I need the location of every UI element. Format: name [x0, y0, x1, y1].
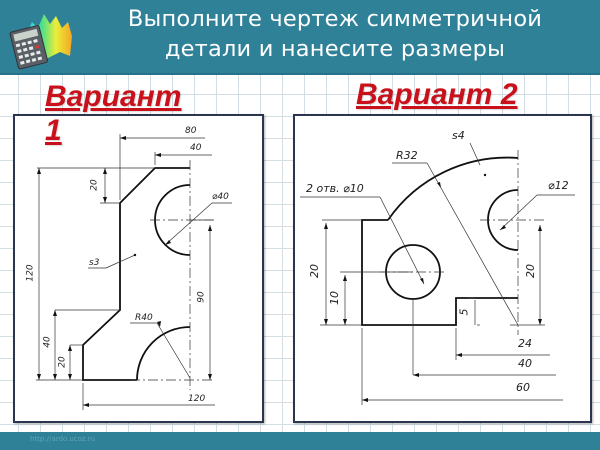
- variant-2-dimension-lines: [300, 142, 575, 405]
- dim-v2-step-width: 24: [518, 337, 532, 350]
- dim-v2-right-height: 20: [524, 264, 537, 278]
- dim-v2-overall-width: 60: [516, 381, 530, 394]
- title-line-1: Выполните чертеж симметричной: [127, 6, 543, 32]
- calculator-with-chart-icon: [9, 14, 72, 70]
- dim-v2-hole-offset: 40: [518, 357, 532, 370]
- dim-v2-holes: 2 отв. ⌀10: [306, 182, 364, 195]
- dim-v2-step-height: 5: [457, 308, 471, 316]
- variant-2-drawing-panel: [293, 114, 592, 423]
- footer-bar: http://ardo.ucoz.ru: [0, 432, 600, 450]
- dim-v2-left-height: 20: [308, 264, 321, 278]
- variant-2-arrows: [324, 173, 542, 402]
- dim-v2-diameter: ⌀12: [548, 179, 569, 192]
- footer-url: http://ardo.ucoz.ru: [30, 435, 96, 443]
- dim-v1-height-step-2: 20: [57, 356, 68, 368]
- dim-v1-overall-height: 120: [25, 264, 36, 282]
- dim-v1-bottom-width: 120: [188, 394, 206, 404]
- dim-v1-thickness: s3: [89, 258, 100, 268]
- dim-v1-chamfer-height: 20: [89, 179, 100, 191]
- dim-v1-radius: R40: [135, 313, 153, 323]
- dim-v2-hole-height: 10: [328, 291, 341, 305]
- variant-2-title: Вариант 2: [356, 78, 518, 111]
- dim-v1-top-width: 80: [185, 126, 197, 136]
- dim-v1-height-step-1: 40: [42, 336, 53, 348]
- title-line-2: детали и нанесите размеры: [164, 36, 506, 62]
- variant-1-title: Вариант 1: [45, 80, 182, 147]
- variant-1-arrows: [37, 136, 212, 407]
- dim-v2-radius: R32: [396, 149, 418, 162]
- dim-v1-diameter: ⌀40: [212, 192, 229, 202]
- dim-v1-half-height: 90: [196, 291, 207, 303]
- dim-v2-thickness: s4: [452, 129, 465, 142]
- dim-v1-top-flat: 40: [190, 143, 202, 153]
- header-banner: Выполните чертеж симметричной детали и н…: [0, 0, 600, 75]
- page-title: Выполните чертеж симметричной детали и н…: [70, 4, 600, 64]
